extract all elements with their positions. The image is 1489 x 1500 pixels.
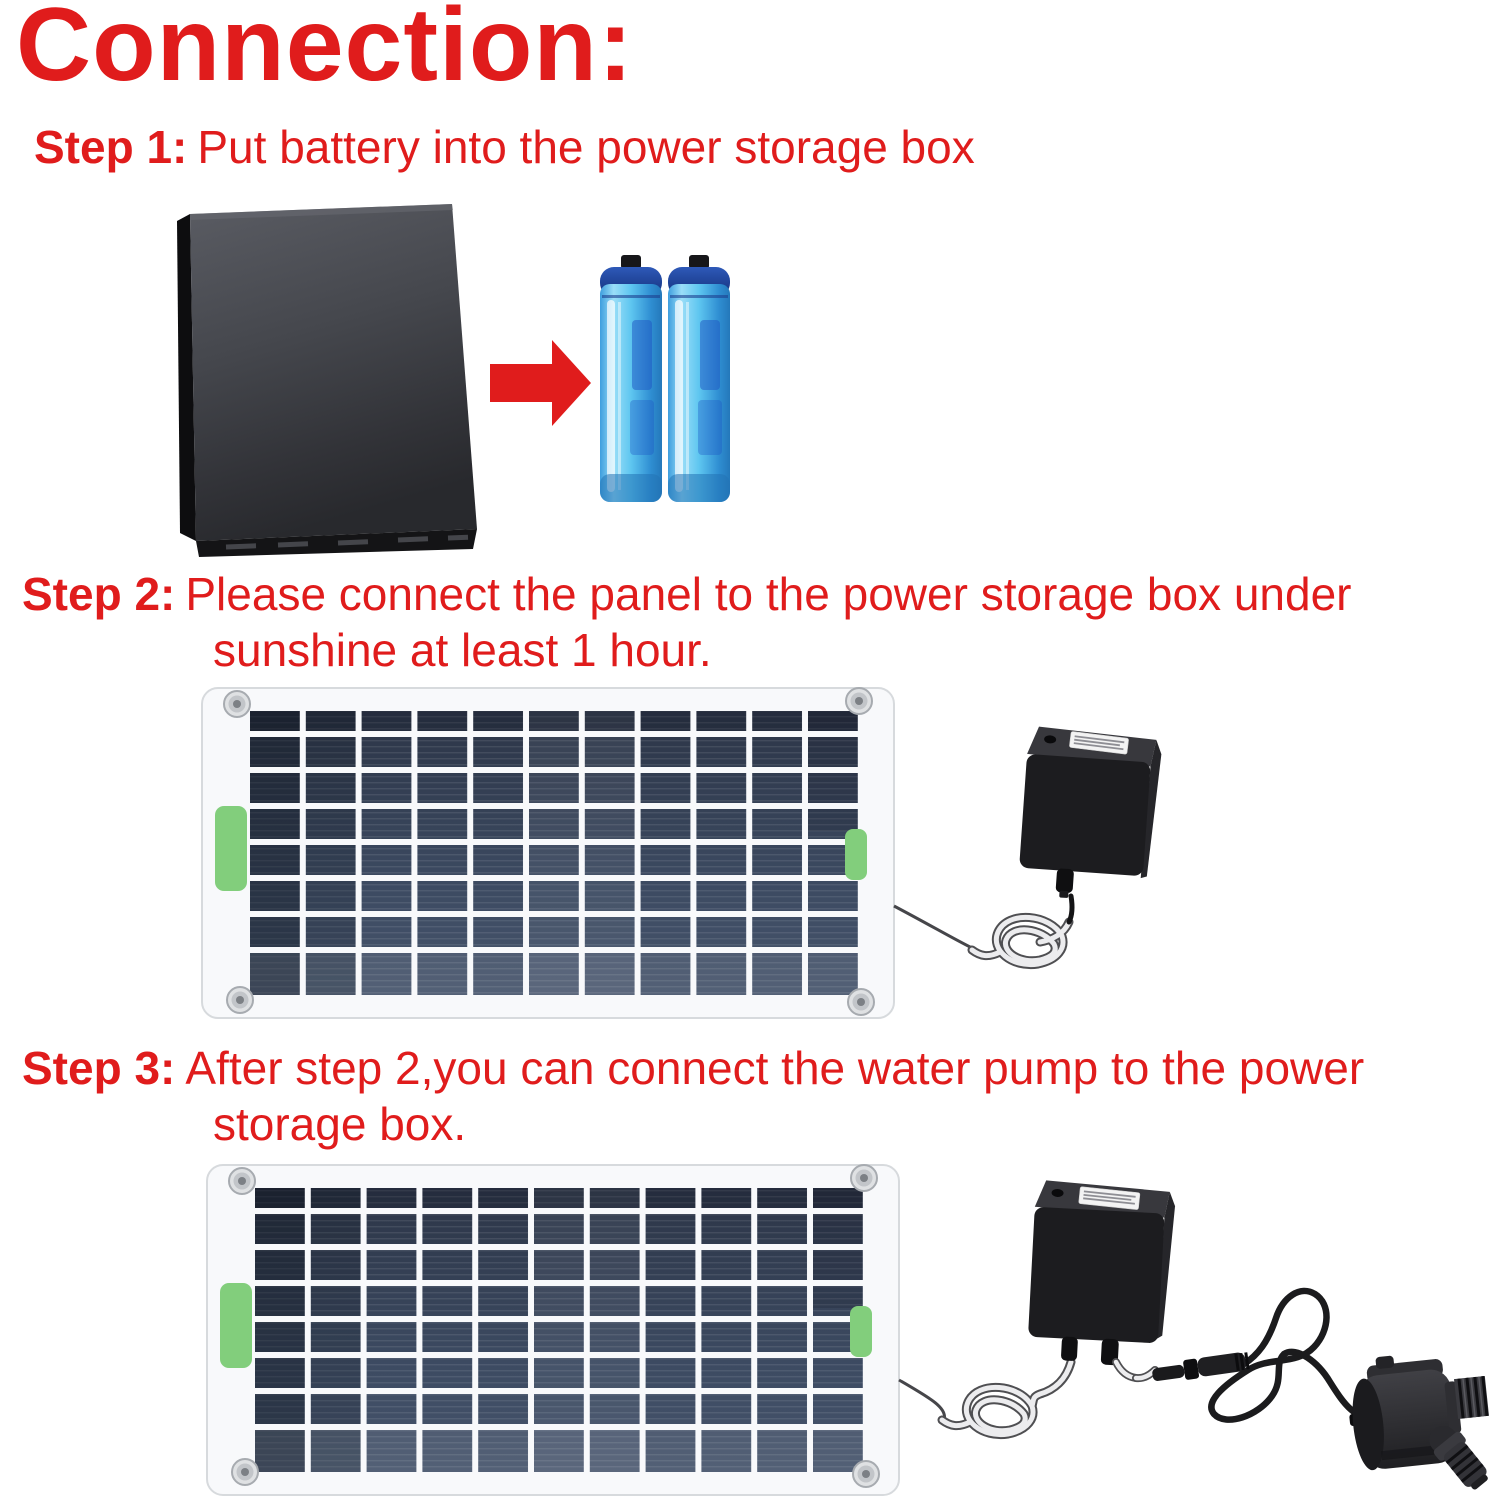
box-vents [225,534,469,550]
panel-eyelet-top-left [223,690,251,718]
panel-eyelet-top-left [228,1167,256,1195]
female-jack [1197,1352,1246,1377]
battery-icon-1 [600,255,662,502]
connector-lead [1112,1358,1159,1383]
plug-lead [1066,893,1075,925]
green-tab-left [215,806,247,891]
green-tab-right [845,829,867,880]
elbow-threads [1445,1444,1484,1483]
dc-plug [1055,868,1074,894]
power-storage-box-icon [1019,726,1162,898]
battery-label-patches [630,320,654,455]
figure-step1 [177,204,730,557]
sticker-text-lines [1073,735,1125,751]
box-top-highlight [190,204,453,220]
dc-plug-tip [1059,890,1069,898]
figure-step3 [206,1164,1489,1496]
battery-gloss [607,300,621,492]
connector-ridge [1183,1358,1200,1380]
panel-eyelet-bottom-right [847,988,875,1016]
step-1-line1: Put battery into the power storage box [197,121,975,173]
battery-seam [670,295,728,298]
cell-grid-horizontal [255,1208,863,1430]
pump-clamp-tab [1375,1355,1395,1369]
figure-step2 [201,687,1162,1019]
panel-eyelet-top-right [845,687,873,715]
battery-seam [602,295,660,298]
battery-bottom-shade [600,474,662,502]
label-sticker [1078,1186,1141,1210]
black-cable [1208,1287,1358,1423]
white-cable-coil [967,913,1074,970]
battery-cap [689,255,709,269]
box-front [190,204,477,541]
pump-left-cap [1352,1378,1384,1471]
step-2-line2: sunshine at least 1 hour. [213,624,712,676]
male-plug [1152,1364,1185,1381]
pump-outlet-threads [1453,1375,1489,1419]
step-3-line2: storage box. [213,1098,467,1150]
step-1-label: Step 1: [34,121,188,173]
battery-cap [621,255,641,269]
green-tab-left [220,1283,252,1368]
step-2-text: Step 2:Please connect the panel to the p… [22,566,1352,678]
step-3-text: Step 3:After step 2,you can connect the … [22,1040,1364,1152]
box-hole [1044,735,1057,744]
step-2-line1: Please connect the panel to the power st… [185,568,1352,620]
power-storage-box-icon [177,204,477,557]
box-side-face [1156,1191,1176,1340]
box-front-face [1019,754,1151,876]
box-front-face [1028,1207,1165,1343]
step-1-text: Step 1:Put battery into the power storag… [34,119,975,175]
solar-panel-icon [206,1164,900,1496]
dc-plug-white [1061,1336,1078,1361]
red-arrow-right-icon [490,340,591,426]
battery-bottom-shade [668,474,730,502]
panel-wire [893,904,973,950]
solar-panel-icon [201,687,895,1019]
panel-eyelet-bottom-left [231,1458,259,1486]
panel-eyelet-bottom-right [852,1460,880,1488]
step-3-line1: After step 2,you can connect the water p… [185,1042,1365,1094]
cell-grid-horizontal [250,731,858,953]
strain-relief-ribs [1234,1352,1250,1371]
water-pump-icon [1349,1355,1489,1490]
battery-label-patches [698,320,722,455]
power-storage-box-icon [1028,1180,1176,1366]
box-hole [1051,1188,1064,1197]
white-cable-coil [937,1357,1076,1440]
label-sticker [1069,731,1129,755]
green-tab-right [850,1306,872,1357]
box-bottom [196,529,477,557]
panel-eyelet-bottom-left [226,986,254,1014]
step-3-label: Step 3: [22,1042,176,1094]
box-left-edge [177,214,196,541]
step-2-label: Step 2: [22,568,176,620]
dc-connector-icon [1152,1352,1250,1381]
battery-icon-2 [668,255,730,502]
panel-eyelet-top-right [850,1164,878,1192]
battery-gloss [675,300,689,492]
pump-elbow [1429,1425,1488,1490]
page-title: Connection: [16,0,634,103]
sticker-text-lines [1083,1190,1136,1205]
panel-wire [898,1378,947,1421]
box-side-face [1140,739,1162,879]
